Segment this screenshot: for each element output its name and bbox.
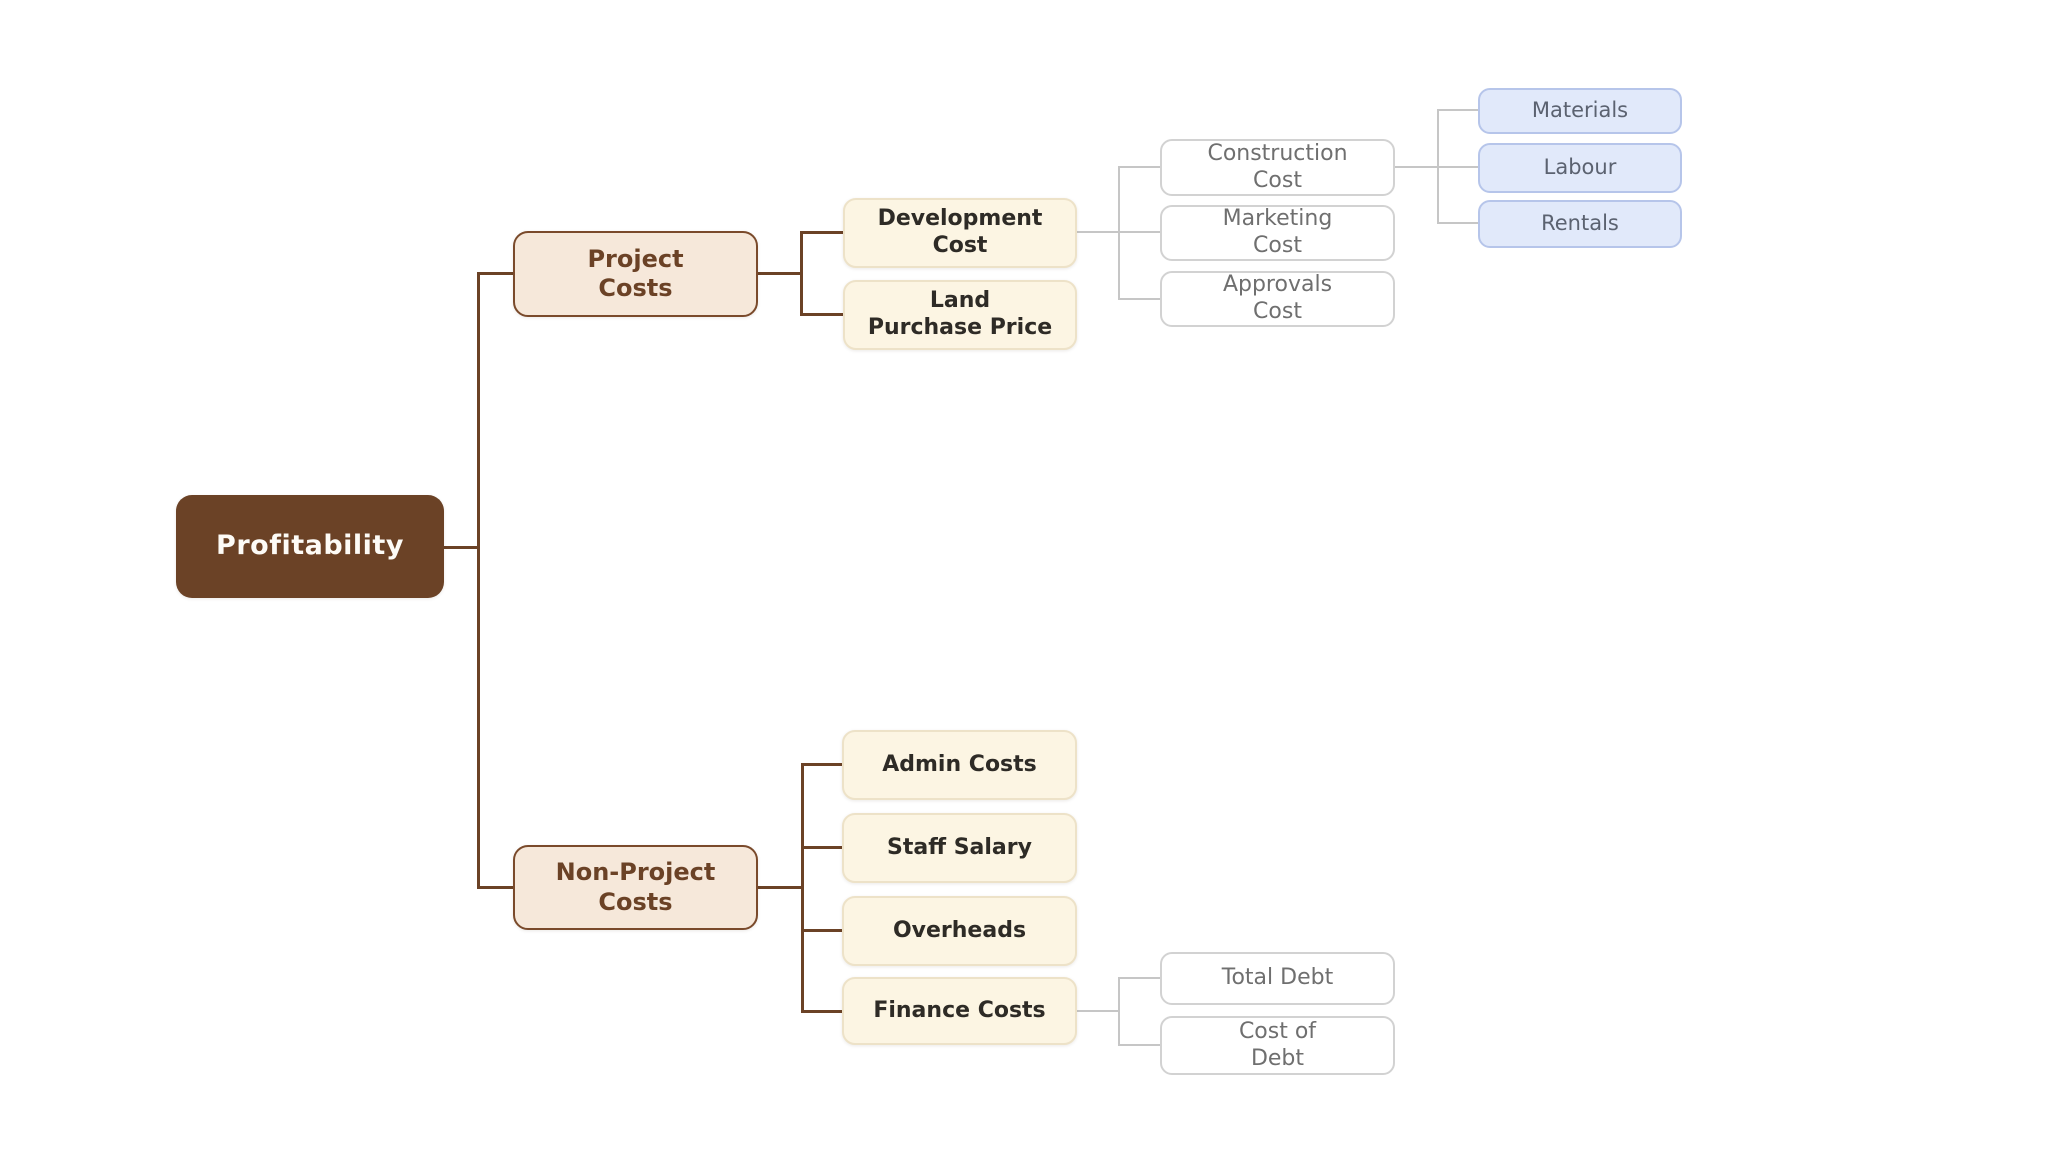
node-finance-costs[interactable]: Finance Costs xyxy=(842,977,1077,1045)
connector-non-project-trunk xyxy=(801,763,804,1012)
node-cost-of-debt[interactable]: Cost of Debt xyxy=(1160,1016,1395,1075)
node-non-project-costs-label: Non-Project Costs xyxy=(555,858,716,916)
node-admin-costs-label: Admin Costs xyxy=(882,751,1037,777)
node-rentals[interactable]: Rentals xyxy=(1478,200,1682,248)
node-rentals-label: Rentals xyxy=(1541,211,1619,236)
node-land-purchase-price-label: Land Purchase Price xyxy=(867,288,1053,340)
node-profitability-label: Profitability xyxy=(216,530,404,562)
node-profitability[interactable]: Profitability xyxy=(176,495,444,598)
connector-to-land-purchase-price xyxy=(800,313,843,316)
node-labour[interactable]: Labour xyxy=(1478,143,1682,193)
node-overheads-label: Overheads xyxy=(892,917,1027,943)
connector-to-rentals xyxy=(1437,222,1478,224)
node-total-debt-label: Total Debt xyxy=(1221,965,1334,991)
connector-to-construction-cost xyxy=(1118,166,1160,168)
connector-finance-trunk xyxy=(1118,977,1120,1046)
connector-development-trunk xyxy=(1118,166,1120,300)
node-overheads[interactable]: Overheads xyxy=(842,896,1077,966)
node-staff-salary[interactable]: Staff Salary xyxy=(842,813,1077,883)
node-development-cost-label: Development Cost xyxy=(877,206,1043,258)
node-marketing-cost-label: Marketing Cost xyxy=(1222,206,1333,258)
node-project-costs-label: Project Costs xyxy=(587,244,684,302)
connector-project-trunk xyxy=(800,231,803,315)
node-staff-salary-label: Staff Salary xyxy=(887,834,1032,860)
connector-project-stub xyxy=(758,272,802,275)
connector-construction-trunk xyxy=(1437,109,1439,224)
connector-to-materials xyxy=(1437,109,1478,111)
node-non-project-costs[interactable]: Non-Project Costs xyxy=(513,845,758,930)
connector-non-project-stub xyxy=(758,886,803,889)
node-marketing-cost[interactable]: Marketing Cost xyxy=(1160,205,1395,261)
connector-to-project-costs xyxy=(477,272,514,275)
connector-to-approvals-cost xyxy=(1118,298,1160,300)
connector-to-development-cost xyxy=(800,231,843,234)
connector-to-cost-of-debt xyxy=(1118,1044,1160,1046)
connector-to-finance-costs xyxy=(801,1010,842,1013)
node-materials[interactable]: Materials xyxy=(1478,88,1682,134)
connector-to-non-project-costs xyxy=(477,886,514,889)
node-labour-label: Labour xyxy=(1543,155,1617,180)
node-land-purchase-price[interactable]: Land Purchase Price xyxy=(843,280,1077,350)
node-construction-cost-label: Construction Cost xyxy=(1207,140,1348,193)
connector-to-total-debt xyxy=(1118,977,1160,979)
connector-finance-stub xyxy=(1077,1010,1118,1012)
node-project-costs[interactable]: Project Costs xyxy=(513,231,758,317)
node-approvals-cost[interactable]: Approvals Cost xyxy=(1160,271,1395,327)
connector-root-trunk xyxy=(477,272,480,888)
node-development-cost[interactable]: Development Cost xyxy=(843,198,1077,268)
connector-root-stub xyxy=(444,546,478,549)
connector-construction-stub xyxy=(1395,166,1478,168)
node-materials-label: Materials xyxy=(1531,98,1629,123)
node-total-debt[interactable]: Total Debt xyxy=(1160,952,1395,1005)
node-construction-cost[interactable]: Construction Cost xyxy=(1160,139,1395,196)
node-cost-of-debt-label: Cost of Debt xyxy=(1238,1018,1317,1071)
node-admin-costs[interactable]: Admin Costs xyxy=(842,730,1077,800)
node-finance-costs-label: Finance Costs xyxy=(873,997,1046,1023)
connector-to-admin-costs xyxy=(801,763,842,766)
connector-to-staff-salary xyxy=(801,846,842,849)
node-approvals-cost-label: Approvals Cost xyxy=(1222,272,1333,324)
connector-to-overheads xyxy=(801,929,842,932)
